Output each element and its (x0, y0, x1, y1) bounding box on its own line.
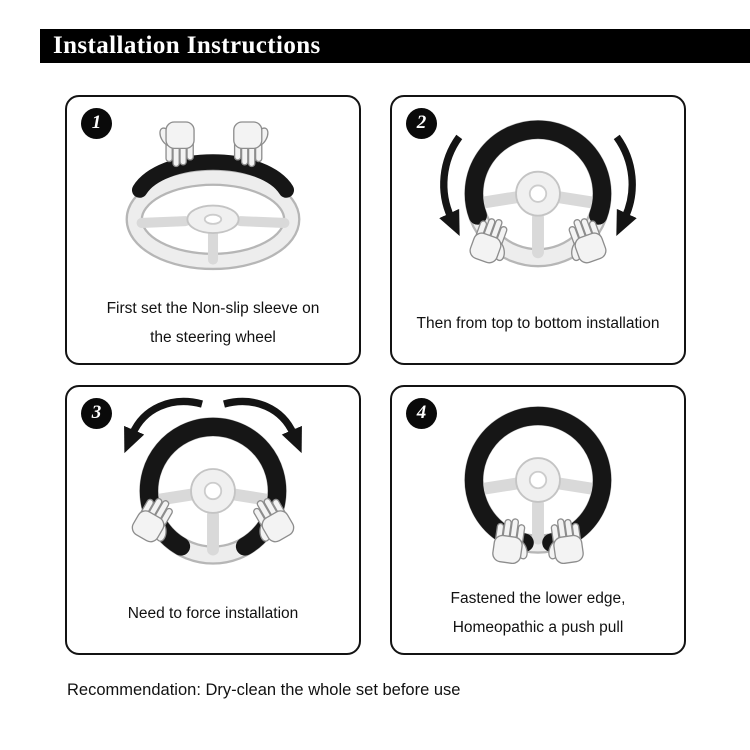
step-caption: First set the Non-slip sleeve on the ste… (97, 293, 330, 355)
step2-illustration-top-to-bottom-icon (439, 102, 637, 269)
recommendation-note: Recommendation: Dry-clean the whole set … (67, 681, 460, 700)
step-number: 4 (416, 401, 427, 423)
page-title: Installation Instructions (53, 32, 321, 59)
outward-arrow-left-icon (124, 397, 203, 454)
hand-icon (233, 121, 272, 168)
step-number-badge: 2 (406, 108, 437, 139)
down-arrow-left-icon (439, 134, 463, 237)
cover-band (464, 120, 612, 225)
outward-arrow-right-icon (223, 397, 302, 454)
step1-illustration-sleeve-placement-icon (125, 121, 301, 271)
steering-wheel-with-cover (439, 120, 637, 258)
step-panel-3: 3 Need to force installation (65, 385, 361, 655)
step-panel-4: 4 Fastened the lower edge, Homeopathic a… (390, 385, 686, 655)
step-caption: Then from top to bottom installation (407, 293, 670, 355)
caption-line-1: Then from top to bottom installation (416, 314, 660, 332)
hand-icon (156, 121, 195, 168)
cover-band (464, 406, 612, 552)
caption-line-1: Need to force installation (127, 604, 299, 622)
caption-line-1: Fastened the lower edge, (450, 590, 626, 608)
step-number-badge: 4 (406, 398, 437, 429)
sleeve-band (131, 154, 295, 198)
steering-wheel-with-cover (474, 416, 602, 544)
caption-line-1: First set the Non-slip sleeve on (106, 300, 320, 318)
step3-illustration-force-installation-icon (124, 397, 302, 568)
recommendation-text: Recommendation: Dry-clean the whole set … (67, 681, 461, 699)
step-number: 3 (91, 401, 102, 423)
steps-grid: 1 First set the Non-slip sleeve on the s… (65, 95, 686, 655)
step-caption: Need to force installation (118, 583, 309, 645)
step-number: 1 (91, 111, 102, 133)
title-banner: Installation Instructions (40, 29, 750, 63)
caption-line-2: Homeopathic a push pull (452, 619, 624, 636)
step4-illustration-fasten-lower-edge-icon (419, 392, 657, 567)
step-panel-2: 2 Then from top to bottom installation (390, 95, 686, 365)
step-number-badge: 3 (81, 398, 112, 429)
down-arrow-right-icon (613, 134, 637, 237)
steering-wheel-perspective (125, 168, 301, 271)
step-panel-1: 1 First set the Non-slip sleeve on the s… (65, 95, 361, 365)
step-caption: Fastened the lower edge, Homeopathic a p… (441, 583, 636, 645)
caption-line-2: the steering wheel (150, 329, 276, 346)
step-number-badge: 1 (81, 108, 112, 139)
step-number: 2 (416, 111, 427, 133)
